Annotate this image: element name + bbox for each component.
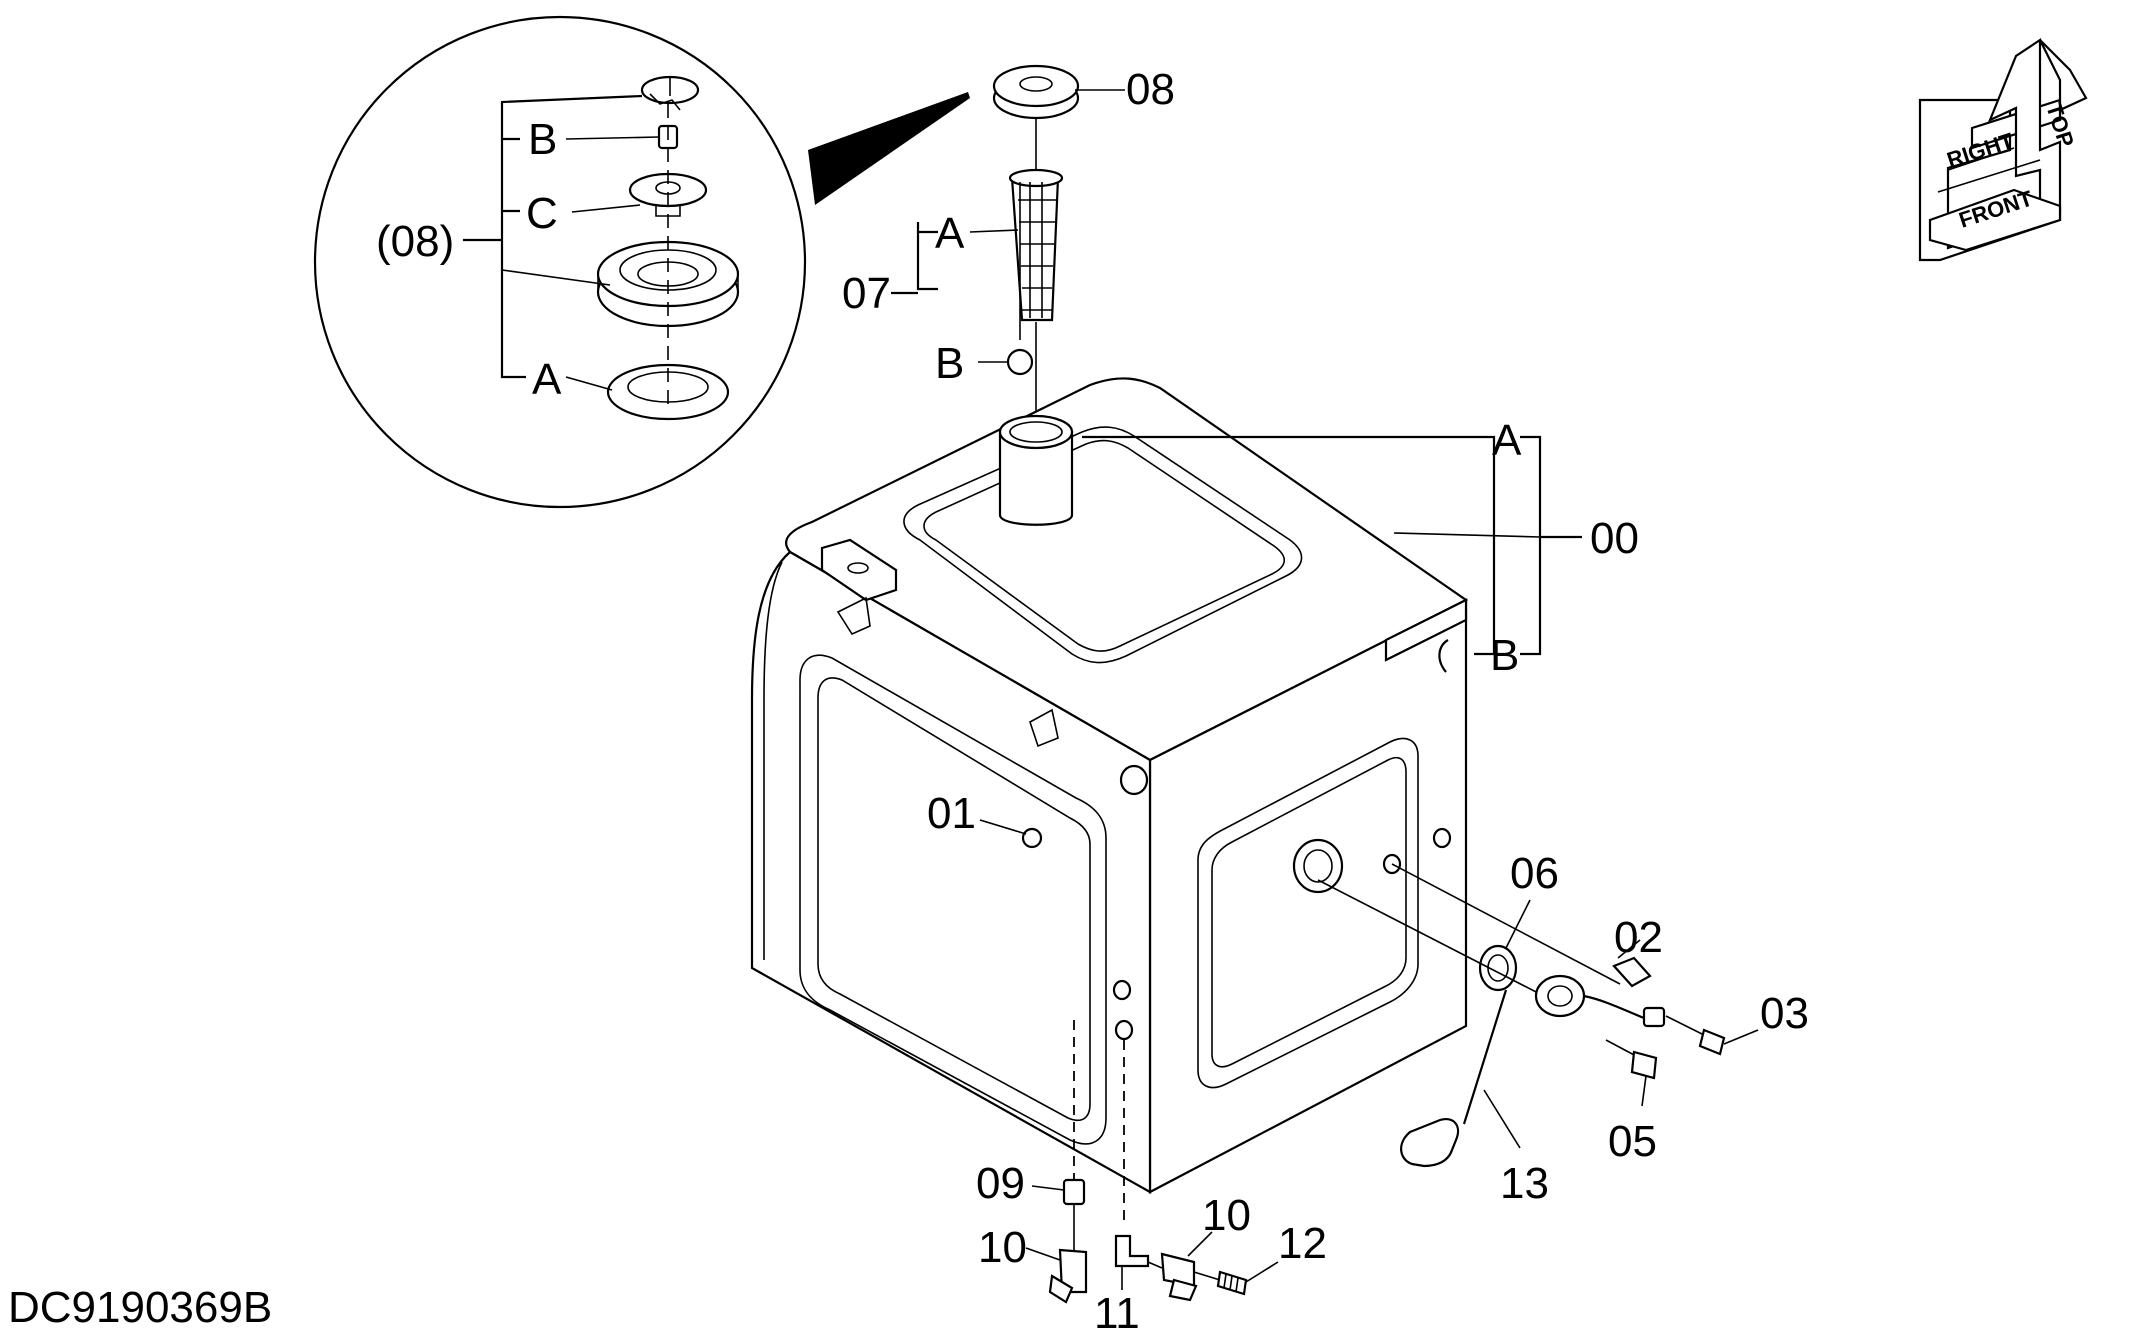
elbow-11[interactable] (1114, 1234, 1150, 1268)
screw-12[interactable] (1216, 1270, 1248, 1296)
callout-06: 06 (1510, 849, 1559, 898)
cock-10-left[interactable] (1048, 1204, 1088, 1304)
callout-00: 00 (1590, 514, 1639, 563)
callout-02: 02 (1614, 913, 1663, 962)
cap-knob[interactable] (640, 75, 700, 111)
clamp-02[interactable] (1612, 956, 1652, 988)
bolt-03[interactable] (1665, 1015, 1726, 1056)
detail-view-08: (08) B C A (313, 15, 970, 509)
callout-10-right: 10 (1202, 1191, 1251, 1240)
callout-12: 12 (1278, 1219, 1327, 1268)
strainer-07[interactable] (1006, 168, 1064, 376)
callout-05: 05 (1608, 1117, 1657, 1166)
sub-label-00-a: A (1492, 416, 1522, 465)
fuel-sensor-13[interactable] (1400, 974, 1666, 1168)
bolt-05[interactable] (1605, 1039, 1658, 1080)
filler-cap-08[interactable]: 08 (992, 64, 1175, 120)
sub-label-07-a: A (935, 209, 965, 258)
callout-10-left: 10 (978, 1223, 1027, 1272)
sub-label-b: B (528, 115, 557, 164)
sub-label-c: C (526, 189, 558, 238)
sub-label-00-b: B (1490, 631, 1519, 680)
callout-01: 01 (927, 789, 976, 838)
callout-08: 08 (1126, 65, 1175, 114)
fuel-tank-00[interactable] (750, 377, 1469, 1194)
cock-10-right[interactable] (1147, 1252, 1221, 1302)
callout-13: 13 (1500, 1159, 1549, 1208)
callout-08-detail: (08) (376, 217, 454, 266)
callout-11: 11 (1094, 1289, 1140, 1337)
callout-03: 03 (1760, 989, 1809, 1038)
callout-09: 09 (976, 1159, 1025, 1208)
orientation-indicator-icon: RIGHT FRONT TOP (1918, 37, 2088, 262)
sub-label-07-b: B (935, 339, 964, 388)
adapter-09[interactable] (1062, 1178, 1086, 1206)
drawing-id: DC9190369B (8, 1283, 272, 1332)
callout-07: 07 (842, 269, 891, 318)
sub-label-a: A (532, 355, 562, 404)
sensor-gasket-06[interactable] (1478, 944, 1518, 992)
